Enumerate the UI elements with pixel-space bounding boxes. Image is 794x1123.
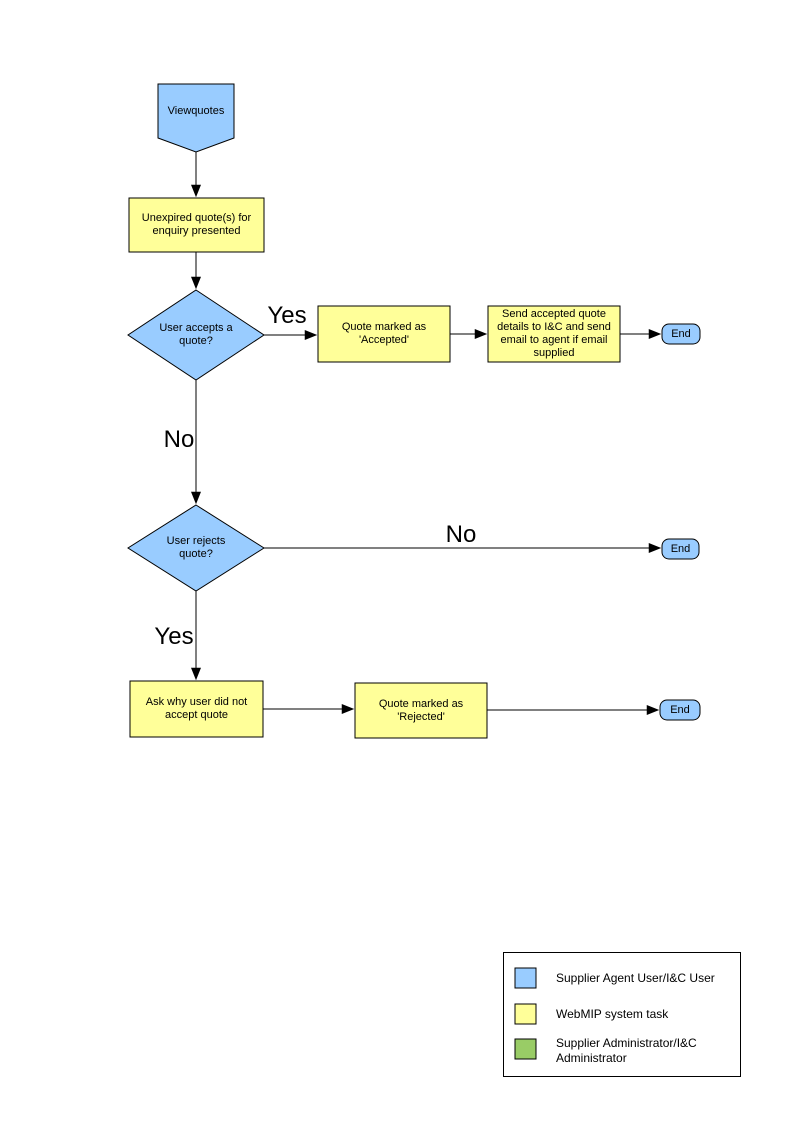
start-node-shape — [157, 83, 235, 153]
process-send-details-shape — [487, 305, 621, 363]
legend-swatch-system-rect — [514, 1003, 537, 1025]
legend-swatch-user-rect — [514, 967, 537, 989]
process-quote-accepted-shape — [317, 305, 451, 363]
legend-row-admin: Supplier Administrator/I&C Administrator — [514, 1036, 744, 1066]
end-accepted-shape — [661, 323, 701, 345]
legend-row-user: Supplier Agent User/I&C User — [514, 967, 744, 989]
legend-swatch-admin-rect — [514, 1038, 537, 1060]
decision-user-rejects-shape — [127, 504, 265, 592]
legend-label-system: WebMIP system task — [556, 1006, 669, 1021]
legend-swatch-system — [514, 1003, 537, 1025]
legend-swatch-admin — [514, 1038, 537, 1060]
process-quote-rejected-shape — [354, 682, 488, 739]
process-ask-why-shape — [129, 680, 264, 738]
legend-row-system: WebMIP system task — [514, 1003, 744, 1025]
connectors — [191, 152, 662, 715]
decision-user-accepts-shape — [127, 289, 265, 381]
legend-label-admin: Supplier Administrator/I&C Administrator — [556, 1036, 697, 1065]
end-not-rejected-shape — [661, 538, 700, 560]
legend-swatch-user — [514, 967, 537, 989]
legend: Supplier Agent User/I&C User WebMIP syst… — [503, 952, 741, 1077]
nodes — [127, 83, 701, 739]
process-unexpired-quotes-shape — [128, 197, 265, 253]
legend-label-user: Supplier Agent User/I&C User — [556, 970, 715, 985]
end-rejected-shape — [659, 699, 701, 721]
